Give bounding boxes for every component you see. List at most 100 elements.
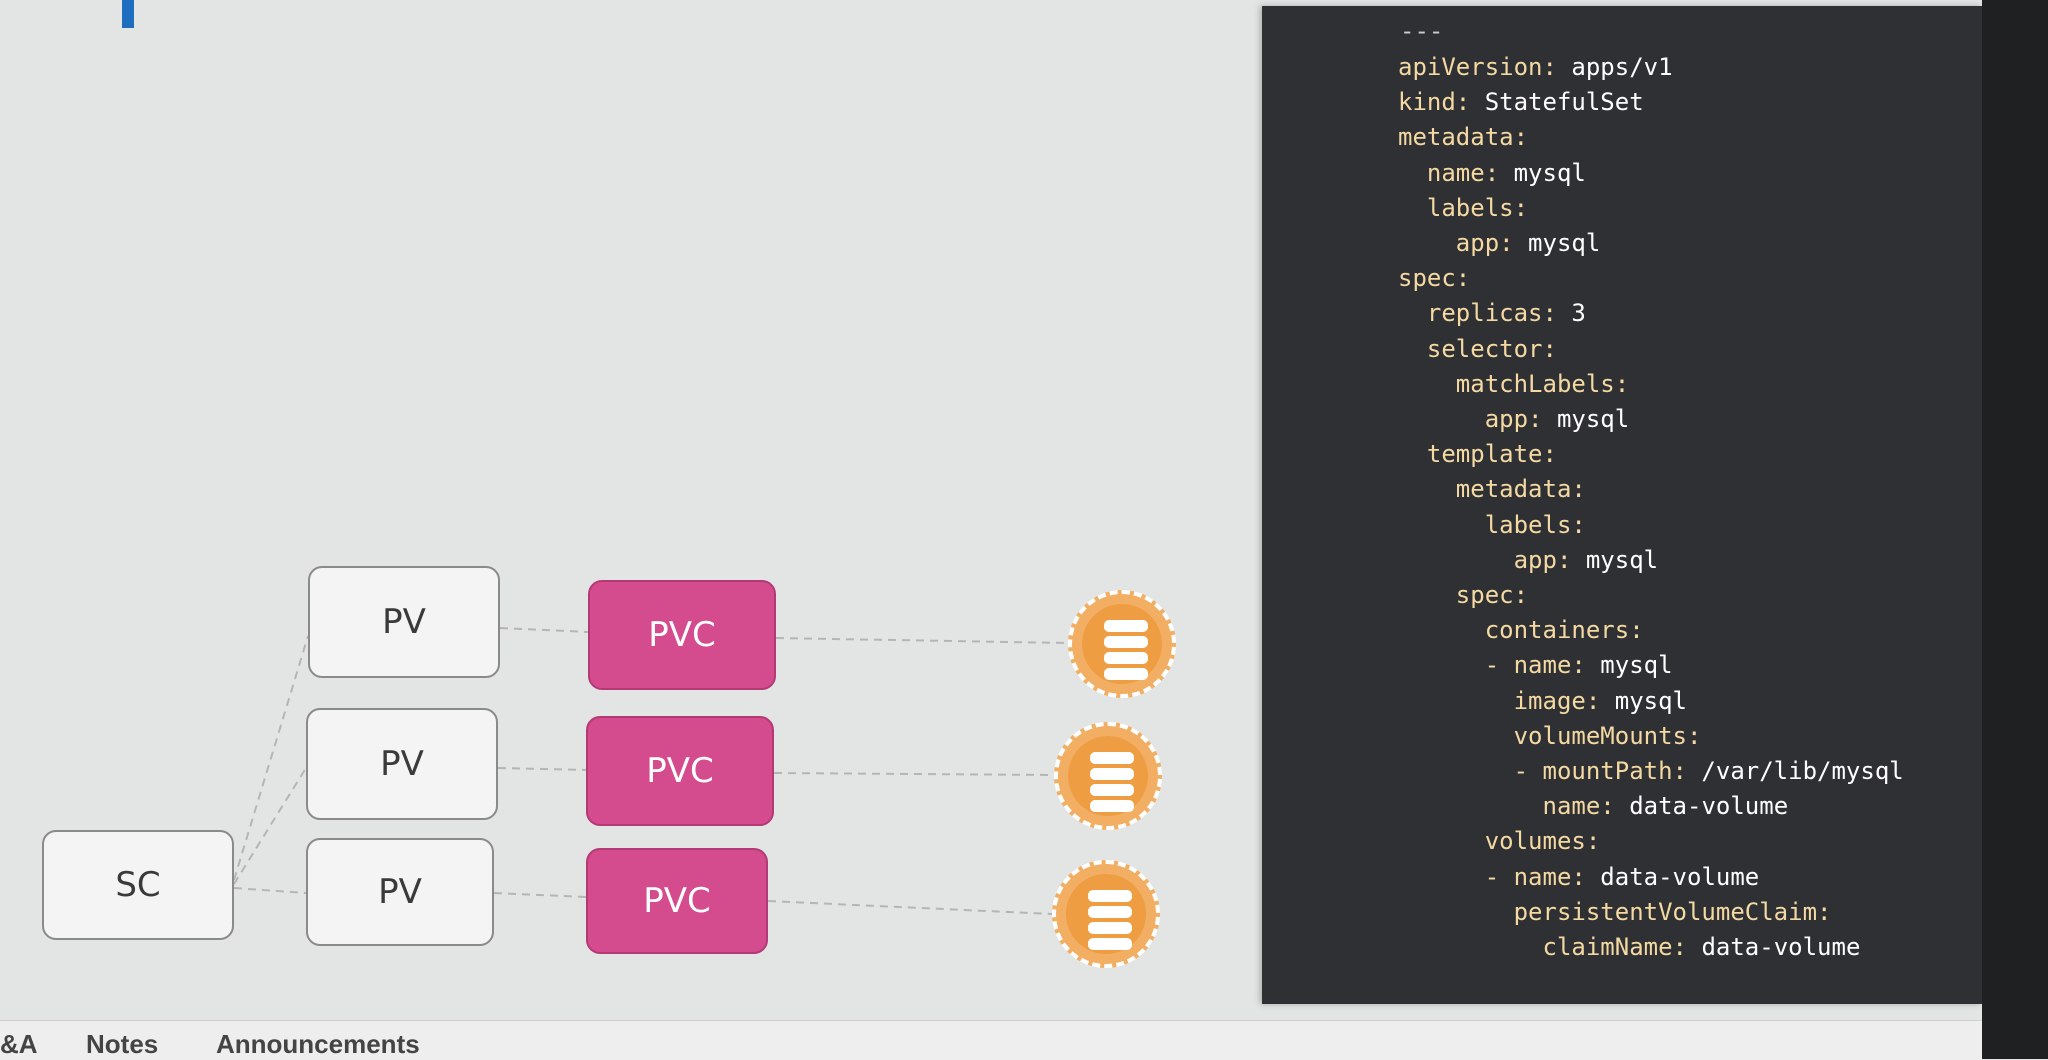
link-pv1-pvc1 — [499, 627, 589, 633]
code-key: image: — [1513, 686, 1601, 715]
link-pv2-pvc2 — [497, 767, 589, 771]
code-value: mysql — [1513, 229, 1601, 258]
database-disk-icon — [1054, 722, 1162, 830]
link-pvc1-disk1 — [775, 637, 1069, 644]
code-key: - name: — [1484, 862, 1586, 891]
code-value: 3 — [1556, 299, 1586, 328]
code-line: replicas: 3 — [1398, 296, 1904, 331]
code-key: spec: — [1455, 581, 1529, 610]
code-key: app: — [1484, 405, 1543, 434]
database-disk-icon — [1068, 590, 1176, 698]
code-line: app: mysql — [1398, 402, 1904, 437]
code-line: spec: — [1398, 261, 1904, 296]
code-line: kind: StatefulSet — [1398, 85, 1904, 120]
code-key: labels: — [1484, 510, 1586, 539]
code-key: volumes: — [1484, 827, 1601, 856]
code-key: selector: — [1426, 334, 1557, 363]
code-key: - mountPath: — [1513, 757, 1687, 786]
diagram-links — [233, 627, 1069, 915]
code-key: persistentVolumeClaim: — [1513, 897, 1832, 926]
link-sc-pv1 — [233, 635, 309, 881]
code-value: /var/lib/mysql — [1686, 757, 1904, 786]
code-line: apiVersion: apps/v1 — [1398, 50, 1904, 85]
code-key: spec: — [1398, 264, 1471, 293]
code-value: mysql — [1600, 686, 1687, 715]
code-key: apiVersion: — [1398, 53, 1557, 81]
top-accent-bar — [122, 0, 134, 28]
code-key: replicas: — [1426, 299, 1557, 328]
code-line: volumeMounts: — [1398, 719, 1904, 754]
code-line: labels: — [1398, 191, 1904, 226]
code-key: template: — [1426, 440, 1557, 469]
code-key: labels: — [1426, 193, 1529, 222]
pv-box-2: PV — [306, 708, 498, 820]
pvc-box-2: PVC — [586, 716, 774, 826]
bottom-tab-bar: &A Notes Announcements — [0, 1020, 1982, 1060]
pv-label: PV — [378, 872, 422, 912]
pvc-label: PVC — [648, 615, 716, 655]
tab-qa[interactable]: &A — [0, 1029, 38, 1059]
code-key: name: — [1426, 158, 1500, 187]
code-key: app: — [1455, 229, 1514, 258]
database-disk-icon — [1052, 860, 1160, 968]
code-line: app: mysql — [1398, 543, 1904, 578]
code-value: mysql — [1542, 405, 1630, 434]
tab-announcements[interactable]: Announcements — [216, 1029, 420, 1059]
pv-label: PV — [382, 602, 426, 642]
code-key: app: — [1513, 545, 1572, 574]
code-line: volumes: — [1398, 824, 1904, 859]
code-value: data-volume — [1614, 792, 1789, 821]
pv-box-3: PV — [306, 838, 494, 946]
code-line: containers: — [1398, 613, 1904, 648]
code-key: matchLabels: — [1455, 369, 1630, 398]
code-line: - name: mysql — [1398, 648, 1904, 683]
code-line: name: data-volume — [1398, 789, 1904, 824]
pv-label: PV — [380, 744, 424, 784]
sc-box: SC — [42, 830, 234, 940]
code-line: labels: — [1398, 508, 1904, 543]
yaml-separator: --- — [1400, 17, 1444, 45]
code-key: volumeMounts: — [1513, 721, 1702, 750]
code-line: selector: — [1398, 332, 1904, 367]
code-line: metadata: — [1398, 472, 1904, 507]
code-key: claimName: — [1542, 933, 1688, 962]
code-line: template: — [1398, 437, 1904, 472]
code-line: metadata: — [1398, 120, 1904, 155]
pv-box-1: PV — [308, 566, 500, 678]
code-value: mysql — [1585, 651, 1673, 680]
code-key: name: — [1542, 792, 1615, 821]
code-key: kind: — [1398, 88, 1471, 117]
code-value: apps/v1 — [1556, 53, 1673, 81]
code-line: claimName: data-volume — [1398, 930, 1904, 965]
pvc-label: PVC — [643, 881, 711, 921]
pvc-box-3: PVC — [586, 848, 768, 954]
tab-notes[interactable]: Notes — [86, 1029, 159, 1059]
link-sc-pv3 — [233, 887, 307, 894]
code-line: spec: — [1398, 578, 1904, 613]
code-value: mysql — [1499, 158, 1586, 187]
code-value: data-volume — [1585, 862, 1760, 891]
code-line: image: mysql — [1398, 684, 1904, 719]
link-pvc3-disk3 — [767, 900, 1053, 915]
sc-label: SC — [115, 865, 161, 905]
link-pvc2-disk2 — [773, 772, 1055, 776]
code-line: - name: data-volume — [1398, 860, 1904, 895]
code-line: persistentVolumeClaim: — [1398, 895, 1904, 930]
code-key: metadata: — [1455, 475, 1586, 504]
code-value: data-volume — [1687, 933, 1861, 962]
storage-diagram: SC PV PV PV PVC PVC PVC — [42, 566, 1176, 968]
link-pv3-pvc3 — [493, 892, 587, 898]
code-key: - name: — [1484, 651, 1586, 680]
pvc-label: PVC — [646, 751, 714, 791]
code-line: - mountPath: /var/lib/mysql — [1398, 754, 1904, 789]
code-value: mysql — [1571, 545, 1659, 574]
code-key: metadata: — [1398, 123, 1529, 152]
code-line: name: mysql — [1398, 156, 1904, 191]
code-line: matchLabels: — [1398, 367, 1904, 402]
code-line: app: mysql — [1398, 226, 1904, 261]
link-sc-pv2 — [233, 767, 307, 885]
pvc-box-1: PVC — [588, 580, 776, 690]
window-edge — [1982, 0, 2048, 1059]
code-value: StatefulSet — [1470, 88, 1644, 117]
